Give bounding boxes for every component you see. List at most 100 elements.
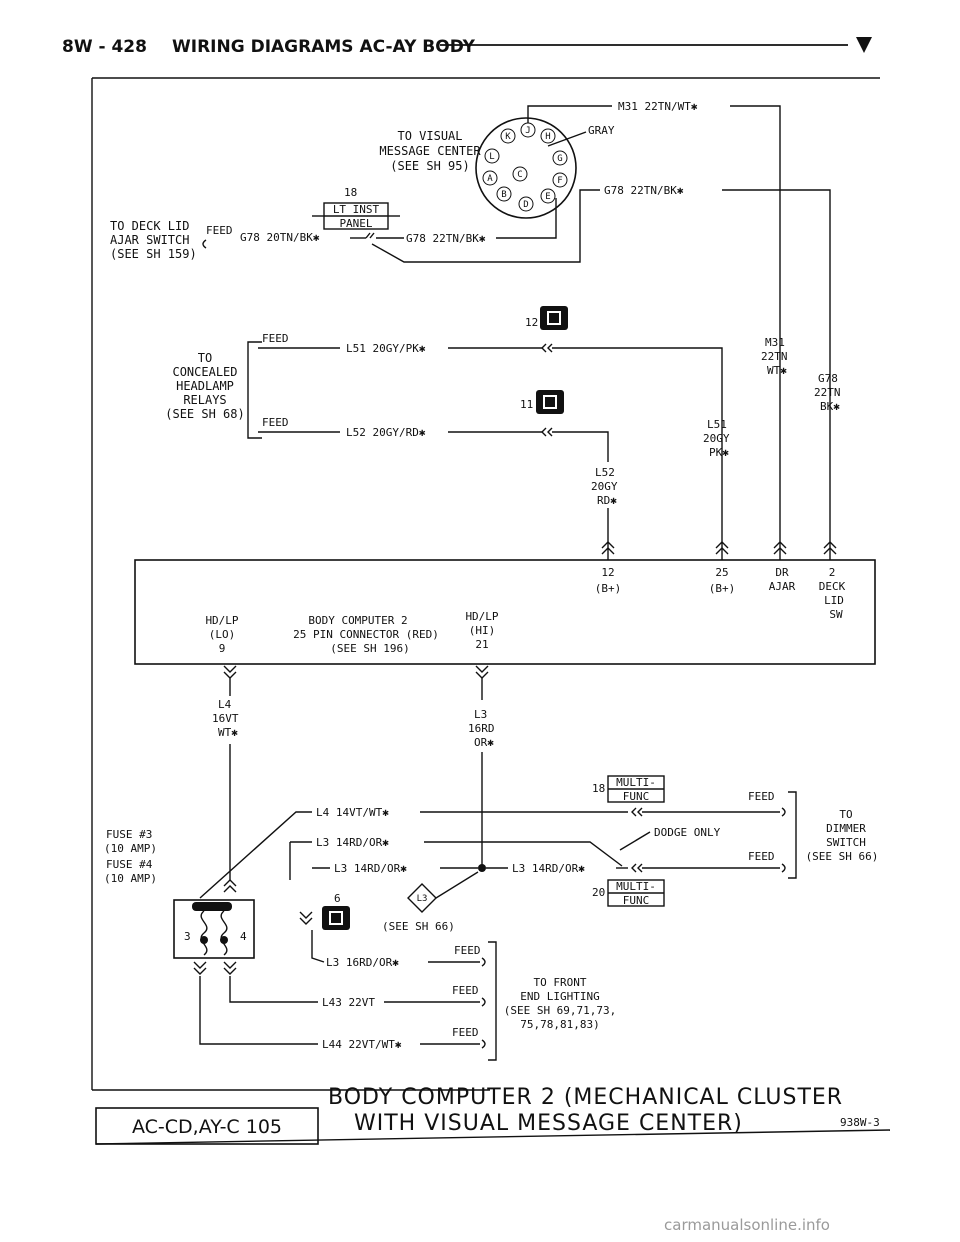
svg-text:25 PIN CONNECTOR (RED): 25 PIN CONNECTOR (RED) bbox=[293, 628, 439, 641]
svg-text:BODY COMPUTER 2: BODY COMPUTER 2 bbox=[308, 614, 407, 627]
svg-text:25: 25 bbox=[715, 566, 728, 579]
svg-text:HD/LP: HD/LP bbox=[465, 610, 498, 623]
wire-g78-right-label: G78 22TN/BK✱ bbox=[604, 184, 684, 197]
wire-g78-to-pin bbox=[496, 198, 557, 239]
svg-text:C: C bbox=[517, 170, 522, 180]
svg-text:LID: LID bbox=[824, 594, 844, 607]
svg-text:(LO): (LO) bbox=[209, 628, 236, 641]
dimmer-bracket bbox=[788, 791, 797, 879]
svg-text:MESSAGE CENTER: MESSAGE CENTER bbox=[379, 144, 481, 158]
svg-text:(SEE SH 68): (SEE SH 68) bbox=[165, 407, 244, 421]
wire-g78-loop bbox=[371, 189, 600, 263]
svg-text:(B+): (B+) bbox=[595, 582, 622, 595]
deck-lid-feed: FEED bbox=[206, 224, 233, 237]
connector-12-icon bbox=[540, 306, 568, 330]
pin2-deck-lid-label: 2 DECK LID SW bbox=[819, 566, 846, 621]
svg-text:4: 4 bbox=[240, 930, 247, 943]
l3-vertical-label: L3 16RD OR✱ bbox=[468, 708, 495, 749]
wire-l44-start bbox=[199, 976, 318, 1045]
wire-l51-label: L51 20GY/PK✱ bbox=[346, 342, 426, 355]
feed-bracket-l43 bbox=[481, 997, 486, 1007]
svg-text:(HI): (HI) bbox=[469, 624, 496, 637]
svg-text:(B+): (B+) bbox=[709, 582, 736, 595]
svg-text:F: F bbox=[557, 176, 562, 186]
vmc-connector-shell bbox=[475, 117, 577, 219]
svg-text:PK✱: PK✱ bbox=[709, 446, 729, 459]
svg-text:TO: TO bbox=[839, 808, 852, 821]
svg-text:TO DECK LID: TO DECK LID bbox=[110, 219, 189, 233]
connector-6-inner bbox=[329, 911, 343, 925]
watermark: carmanualsonline.info bbox=[664, 1216, 830, 1234]
svg-text:G: G bbox=[557, 154, 562, 164]
svg-text:(SEE SH 69,71,73,: (SEE SH 69,71,73, bbox=[504, 1004, 617, 1017]
svg-text:L: L bbox=[489, 152, 494, 162]
svg-text:DR: DR bbox=[775, 566, 789, 579]
chevron-fuse4 bbox=[223, 879, 237, 893]
conn6-num: 6 bbox=[334, 892, 341, 905]
dimmer-feed-1: FEED bbox=[748, 790, 775, 803]
wire-l4-diag bbox=[199, 811, 312, 899]
body-computer-box bbox=[134, 559, 876, 665]
multi-bot-line2: FUNC bbox=[623, 894, 650, 907]
svg-text:DIMMER: DIMMER bbox=[826, 822, 866, 835]
connector-12-inner bbox=[547, 311, 561, 325]
svg-text:E: E bbox=[545, 192, 550, 202]
wire-l4-label: L4 14VT/WT✱ bbox=[316, 806, 389, 819]
svg-text:(SEE SH 159): (SEE SH 159) bbox=[110, 247, 197, 261]
connector-11-inner bbox=[543, 395, 557, 409]
footer-title-line2: WITH VISUAL MESSAGE CENTER) bbox=[354, 1111, 743, 1136]
svg-text:K: K bbox=[505, 132, 511, 142]
wire-l3a-label: L3 14RD/OR✱ bbox=[316, 836, 389, 849]
svg-text:16VT: 16VT bbox=[212, 712, 239, 725]
svg-text:22TN: 22TN bbox=[761, 350, 788, 363]
svg-text:HEADLAMP: HEADLAMP bbox=[176, 379, 234, 393]
splice-label: L3 bbox=[417, 894, 428, 904]
footer-code: AC-CD,AY-C 105 bbox=[132, 1116, 282, 1138]
connector-18-num: 18 bbox=[344, 186, 357, 199]
l51-feed: FEED bbox=[262, 332, 289, 345]
fuse-bus-bar bbox=[192, 902, 232, 911]
svg-text:AJAR: AJAR bbox=[769, 580, 796, 593]
svg-text:BK✱: BK✱ bbox=[820, 400, 840, 413]
inline-connector-l4 bbox=[631, 807, 643, 817]
feed-bracket-l4 bbox=[781, 807, 786, 817]
svg-text:SWITCH: SWITCH bbox=[826, 836, 866, 849]
wire-l44-label: L44 22VT/WT✱ bbox=[322, 1038, 402, 1051]
svg-text:D: D bbox=[523, 200, 528, 210]
svg-text:(10 AMP): (10 AMP) bbox=[104, 842, 157, 855]
footer-code-box bbox=[95, 1107, 319, 1145]
see-sh-66: (SEE SH 66) bbox=[382, 920, 455, 933]
concealed-bracket bbox=[247, 341, 262, 439]
conn12-num: 12 bbox=[525, 316, 538, 329]
fuse-box bbox=[173, 899, 255, 959]
front-end-lighting-label: TO FRONT END LIGHTING (SEE SH 69,71,73, … bbox=[504, 976, 617, 1031]
feed-bracket-l44 bbox=[481, 1039, 486, 1049]
multi-top-line1: MULTI- bbox=[616, 776, 656, 789]
chevron-fuse-out-4 bbox=[223, 961, 237, 975]
chevron-fuse-out-3 bbox=[193, 961, 207, 975]
svg-text:TO FRONT: TO FRONT bbox=[534, 976, 587, 989]
wire-l3-16-start bbox=[311, 930, 325, 963]
visual-message-center-label: TO VISUAL MESSAGE CENTER (SEE SH 95) bbox=[379, 129, 481, 173]
svg-text:AJAR SWITCH: AJAR SWITCH bbox=[110, 233, 189, 247]
chevron-conn6 bbox=[299, 911, 313, 925]
page-ref: 8W - 428 bbox=[62, 37, 147, 57]
wire-l3-16-label: L3 16RD/OR✱ bbox=[326, 956, 399, 969]
wire-l3b-label: L3 14RD/OR✱ bbox=[334, 862, 407, 875]
gray-label: GRAY bbox=[588, 124, 615, 137]
g78-vertical-label: G78 22TN BK✱ bbox=[814, 372, 841, 413]
l52-feed: FEED bbox=[262, 416, 289, 429]
chevron-pin25 bbox=[715, 541, 729, 555]
svg-text:END LIGHTING: END LIGHTING bbox=[520, 990, 599, 1003]
svg-text:WT✱: WT✱ bbox=[767, 364, 787, 377]
wire-l51-run bbox=[552, 347, 723, 560]
wire-m31-vertical bbox=[730, 105, 781, 560]
splice-dot bbox=[478, 864, 486, 872]
svg-text:TO VISUAL: TO VISUAL bbox=[397, 129, 462, 143]
svg-text:20GY: 20GY bbox=[703, 432, 730, 445]
fuse-4-element bbox=[220, 910, 228, 956]
inline-connector-l52 bbox=[541, 427, 553, 437]
svg-text:RELAYS: RELAYS bbox=[183, 393, 226, 407]
svg-text:J: J bbox=[525, 126, 530, 136]
